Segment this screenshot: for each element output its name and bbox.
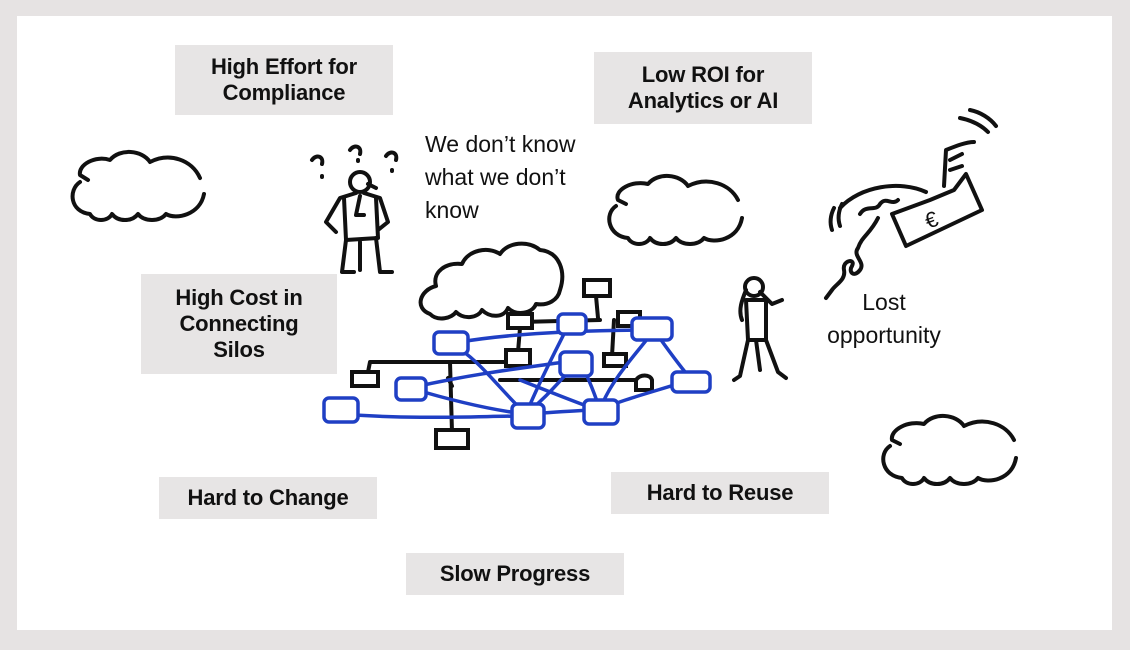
network-diagram: [322, 278, 712, 450]
caption-lost-opportunity: Lost opportunity: [827, 289, 941, 348]
confused-person-icon: [310, 144, 399, 274]
label-slow-progress: Slow Progress: [406, 553, 624, 595]
label-high-effort-compliance: High Effort for Compliance: [175, 45, 393, 115]
cloud-icon: [418, 241, 565, 321]
cloud-icon: [70, 150, 206, 222]
flying-money-icon: €: [824, 108, 998, 300]
cloud-icon: [881, 414, 1018, 486]
label-hard-to-change: Hard to Change: [159, 477, 377, 519]
walking-person-icon: [732, 276, 788, 382]
caption-unknown-unknowns: We don’t know what we don’t know: [425, 131, 576, 223]
label-high-cost-silos: High Cost in Connecting Silos: [141, 274, 337, 374]
cloud-icon: [607, 174, 744, 246]
label-hard-to-reuse: Hard to Reuse: [611, 472, 829, 514]
euro-icon: €: [921, 206, 941, 234]
label-low-roi-analytics: Low ROI for Analytics or AI: [594, 52, 812, 124]
